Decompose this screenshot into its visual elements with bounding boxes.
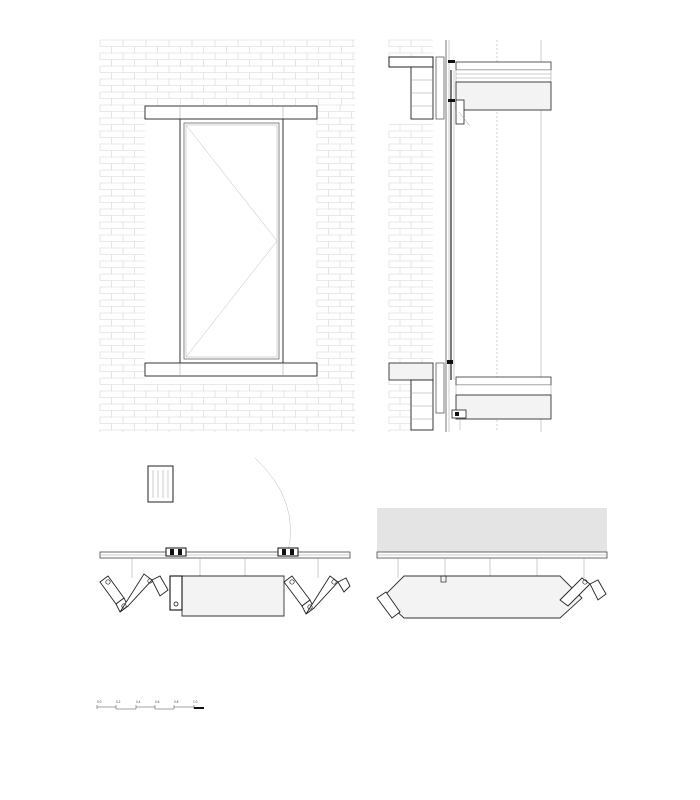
ceiling-concrete-trapezoid — [381, 575, 583, 619]
lower-lintel-section — [388, 360, 453, 431]
brick-hatch-elevation — [99, 39, 355, 432]
ceiling-band — [377, 508, 607, 552]
elevation-view — [99, 39, 355, 432]
scale-bar: 0.0 0.2 0.4 0.6 0.8 1.0 — [96, 700, 204, 710]
frame-fixings — [165, 547, 299, 557]
opening-arc — [254, 457, 291, 553]
chevron-bricks-far-right — [376, 577, 607, 619]
chevron-bricks-right — [283, 575, 351, 615]
bottom-sill — [144, 362, 318, 377]
upper-lintel-section — [388, 56, 445, 120]
scale-label-0: 0.0 — [97, 700, 102, 704]
horizontal-section-plan — [99, 457, 351, 617]
scale-label-4: 0.8 — [174, 700, 179, 704]
scale-label-2: 0.4 — [136, 700, 141, 704]
ceiling-plan-detail — [376, 508, 608, 619]
upper-floor-slab — [448, 60, 552, 127]
plan-concrete-block — [181, 575, 285, 617]
chevron-bricks-left — [99, 573, 169, 613]
window-opening — [179, 118, 284, 364]
scale-label-1: 0.2 — [116, 700, 121, 704]
panel-detail — [147, 465, 174, 503]
top-lintel — [144, 105, 318, 120]
lower-floor-slab — [451, 376, 552, 430]
scale-label-3: 0.6 — [155, 700, 160, 704]
vertical-section-view — [388, 39, 552, 432]
scale-label-5: 1.0 — [193, 700, 198, 704]
